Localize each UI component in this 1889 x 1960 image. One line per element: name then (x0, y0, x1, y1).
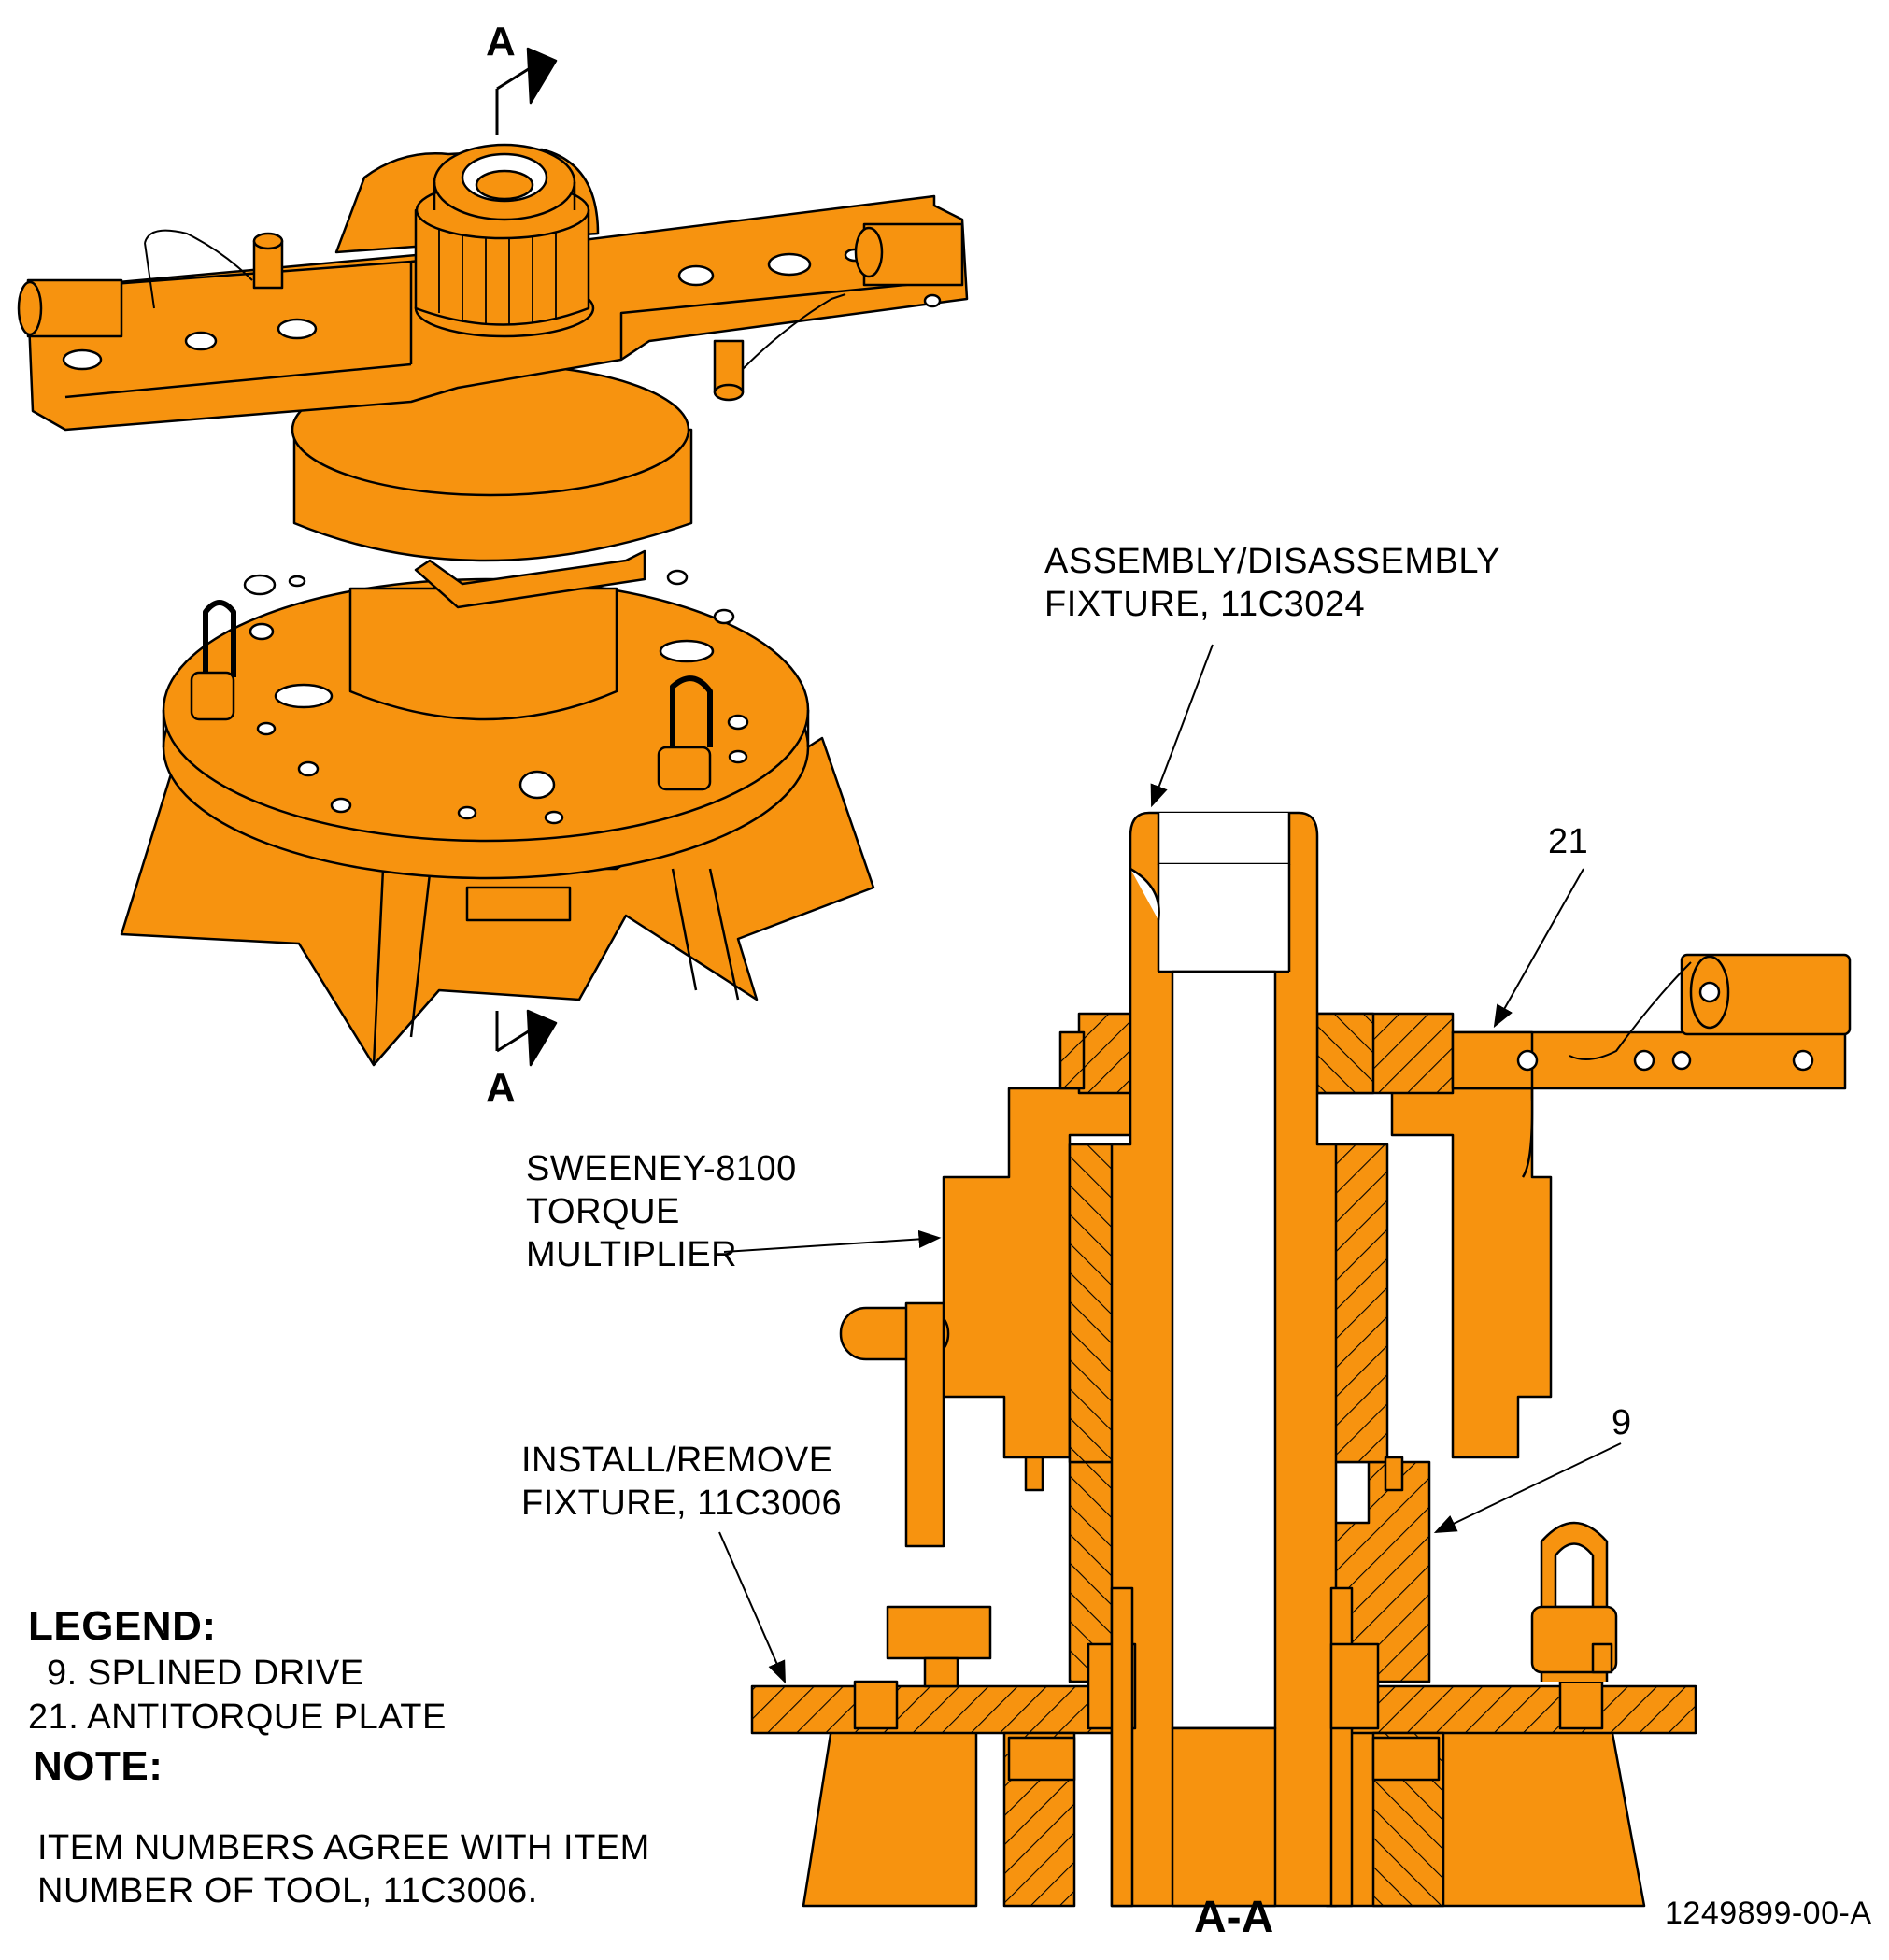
note-body: ITEM NUMBERS AGREE WITH ITEM NUMBER OF T… (37, 1826, 650, 1912)
callout-install-fixture: INSTALL/REMOVE FIXTURE, 11C3006 (521, 1439, 842, 1525)
section-view-label: A-A (1194, 1893, 1274, 1942)
callout-item-9: 9 (1612, 1403, 1632, 1442)
callout-assembly-fixture-line1: ASSEMBLY/DISASSEMBLY (1044, 542, 1500, 581)
callout-install-fixture-line2: FIXTURE, 11C3006 (521, 1484, 843, 1523)
callout-item-21: 21 (1548, 822, 1589, 861)
section-marker-top: A (486, 19, 516, 64)
leader-lines (718, 644, 1622, 1684)
note-line1: ITEM NUMBERS AGREE WITH ITEM (37, 1828, 650, 1868)
drawing-number: 1249899-00-A (1665, 1896, 1872, 1931)
callout-install-fixture-line1: INSTALL/REMOVE (521, 1441, 833, 1480)
callout-assembly-fixture-line2: FIXTURE, 11C3024 (1044, 585, 1366, 624)
legend-item-21: 21. ANTITORQUE PLATE (28, 1697, 447, 1737)
section-a-a-view (750, 811, 1852, 1908)
legend-title: LEGEND: (28, 1603, 217, 1649)
note-title: NOTE: (33, 1743, 163, 1789)
note-line2: NUMBER OF TOOL, 11C3006. (37, 1871, 538, 1910)
callout-torque-multiplier-line1: SWEENEY-8100 (526, 1149, 797, 1188)
callout-torque-multiplier: SWEENEY-8100 TORQUE MULTIPLIER (526, 1147, 797, 1276)
isometric-assembly-view (17, 47, 969, 1067)
callout-assembly-fixture: ASSEMBLY/DISASSEMBLY FIXTURE, 11C3024 (1044, 540, 1500, 626)
legend-item-9: 9. SPLINED DRIVE (47, 1654, 364, 1693)
callout-torque-multiplier-line2: TORQUE (526, 1192, 680, 1231)
section-marker-bottom: A (486, 1065, 516, 1111)
callout-torque-multiplier-line3: MULTIPLIER (526, 1235, 738, 1274)
